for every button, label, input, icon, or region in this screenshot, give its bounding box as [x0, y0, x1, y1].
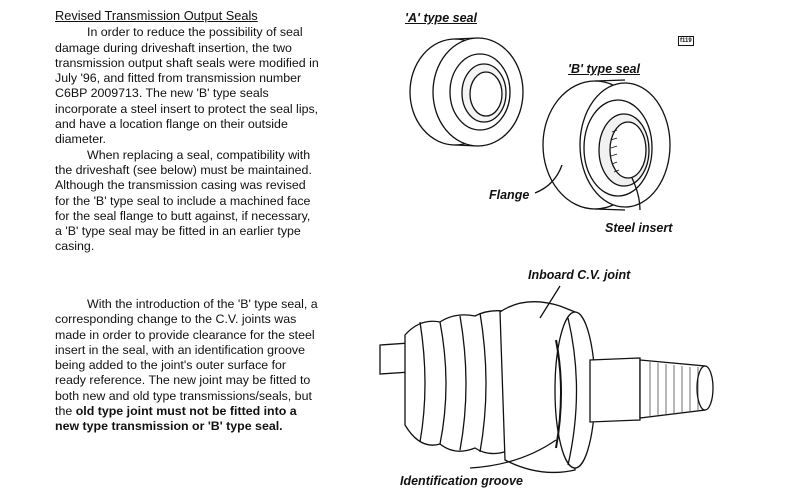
label-flange: Flange — [489, 188, 530, 202]
text-column-bottom: With the introduction of the 'B' type se… — [55, 297, 320, 435]
groove-leader-line — [469, 439, 557, 469]
a-type-seal-illustration — [409, 37, 524, 147]
paragraph-seal-compatibility: When replacing a seal, compatibility wit… — [55, 147, 312, 254]
label-a-type-seal: 'A' type seal — [405, 11, 477, 25]
cv-joint-text: With the introduction of the 'B' type se… — [55, 297, 318, 419]
steel-insert-leader-line — [631, 177, 641, 211]
stub-shaft-splines — [649, 362, 699, 416]
steel-insert-hatching — [610, 129, 620, 173]
text-column-top: Revised Transmission Output Seals In ord… — [55, 8, 320, 255]
figure-reference-badge: f119 — [678, 36, 694, 46]
flange-leader-line — [534, 164, 563, 194]
label-steel-insert: Steel insert — [605, 221, 673, 235]
cv-joint-illustration — [379, 301, 714, 474]
paragraph-seal-modification: In order to reduce the possibility of se… — [55, 25, 319, 147]
label-inboard-cv-joint: Inboard C.V. joint — [528, 268, 631, 282]
label-identification-groove: Identification groove — [400, 474, 523, 488]
paragraph-cv-joint: With the introduction of the 'B' type se… — [55, 297, 320, 435]
identification-groove-mark — [555, 339, 562, 449]
section-heading: Revised Transmission Output Seals — [55, 8, 258, 23]
label-b-type-seal: 'B' type seal — [568, 62, 640, 76]
cv-joint-leader-line — [539, 285, 561, 319]
b-type-seal-illustration — [542, 79, 671, 211]
cv-joint-warning: old type joint must not be fitted into a… — [55, 404, 297, 434]
